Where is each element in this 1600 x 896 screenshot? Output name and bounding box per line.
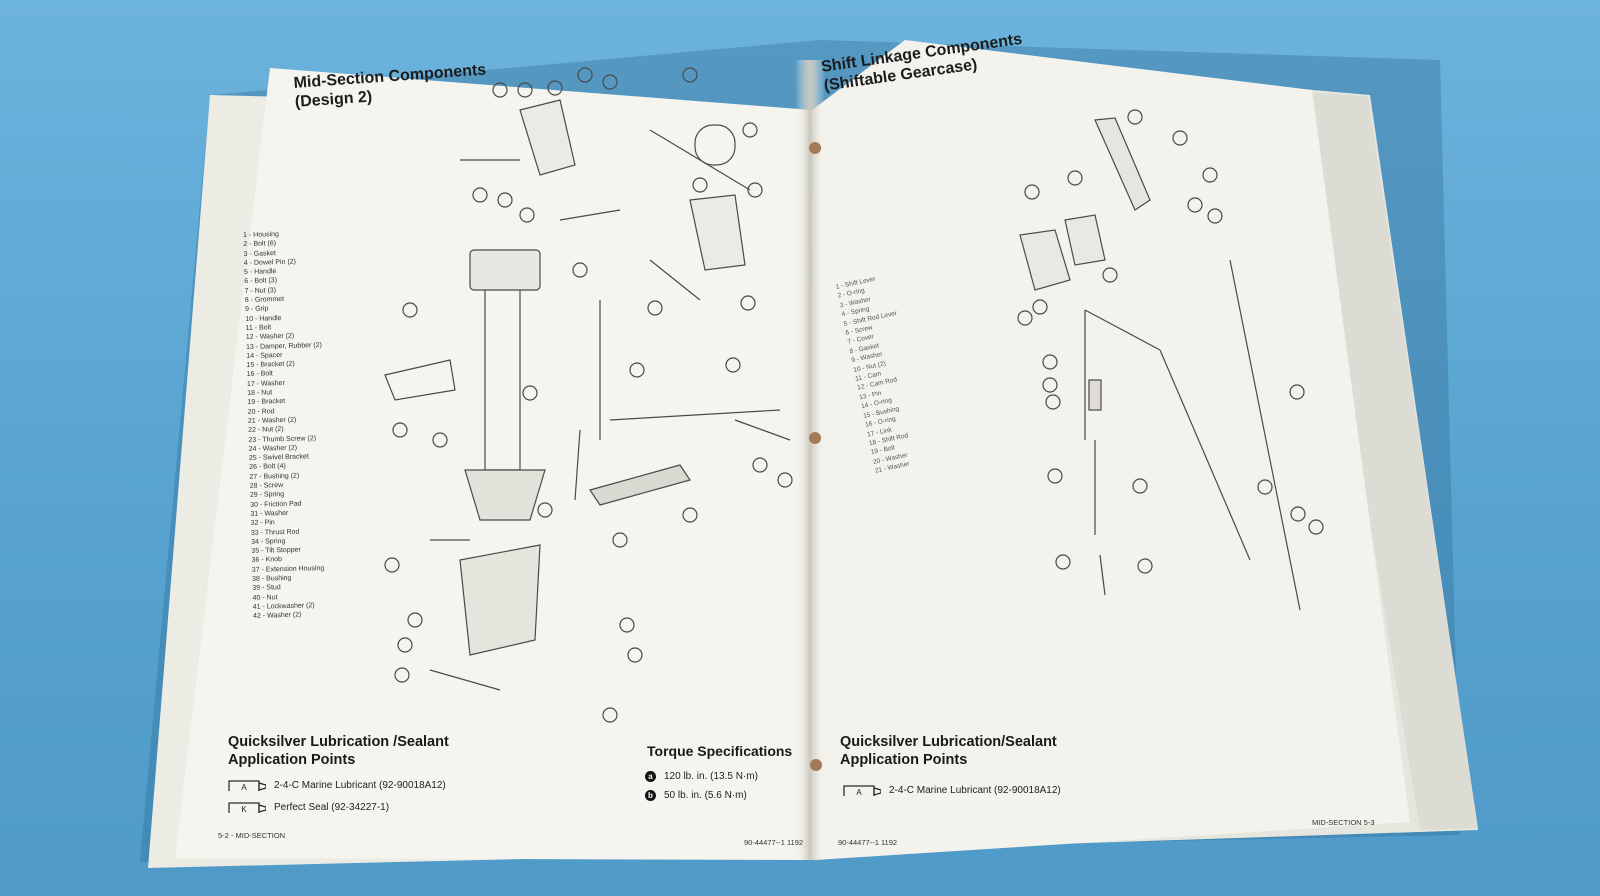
torque-heading: Torque Specifications	[647, 743, 793, 759]
torque-b-bullet-icon: b	[645, 790, 656, 801]
torque-item-a-text: 120 lb. in. (13.5 N·m)	[664, 771, 758, 782]
right-footer-section: MID-SECTION 5-3	[1312, 818, 1375, 827]
right-lube-item-a: A 2-4-C Marine Lubricant (92-90018A12)	[843, 785, 1061, 796]
left-lube-heading-line1: Quicksilver Lubrication /Sealant	[228, 734, 449, 750]
lubricant-tube-icon: A	[228, 780, 266, 791]
left-lube-item-k-code: K	[241, 805, 247, 813]
left-lube-item-a-text: 2-4-C Marine Lubricant (92-90018A12)	[274, 780, 446, 791]
left-lube-item-k-text: Perfect Seal (92-34227-1)	[274, 802, 390, 813]
lubricant-tube-icon: A	[843, 785, 881, 796]
left-page	[175, 68, 815, 860]
right-page	[812, 40, 1410, 860]
mid-section-diagram	[384, 67, 793, 723]
left-footer-section: 5-2 - MID-SECTION	[218, 831, 286, 840]
right-footer-partnumber: 90-44477--1 1192	[838, 838, 898, 847]
left-part-item: 42 - Washer (2)	[253, 611, 302, 621]
right-lube-item-a-code: A	[856, 788, 862, 796]
right-lube-heading-line2: Application Points	[840, 752, 968, 768]
right-lube-heading-line1: Quicksilver Lubrication/Sealant	[840, 734, 1057, 750]
left-lube-heading: Quicksilver Lubrication /Sealant Applica…	[228, 733, 449, 769]
shift-linkage-diagram	[1017, 109, 1324, 611]
left-lube-heading-line2: Application Points	[228, 752, 356, 768]
torque-item-a: a 120 lb. in. (13.5 N·m)	[645, 771, 758, 782]
right-lube-heading: Quicksilver Lubrication/Sealant Applicat…	[840, 733, 1057, 769]
torque-a-bullet-icon: a	[645, 771, 656, 782]
left-part-item: 13 - Damper, Rubber (2)	[245, 341, 322, 351]
left-lube-item-a-code: A	[241, 783, 247, 791]
right-lube-item-a-text: 2-4-C Marine Lubricant (92-90018A12)	[889, 785, 1061, 796]
left-footer-partnumber: 90-44477--1 1192	[744, 838, 804, 847]
torque-item-b-text: 50 lb. in. (5.6 N·m)	[664, 790, 747, 801]
left-lube-item-a: A 2-4-C Marine Lubricant (92-90018A12)	[228, 780, 446, 791]
sealant-tube-icon: K	[228, 802, 266, 813]
torque-item-b: b 50 lb. in. (5.6 N·m)	[645, 790, 747, 801]
left-lube-item-k: K Perfect Seal (92-34227-1)	[228, 802, 389, 813]
